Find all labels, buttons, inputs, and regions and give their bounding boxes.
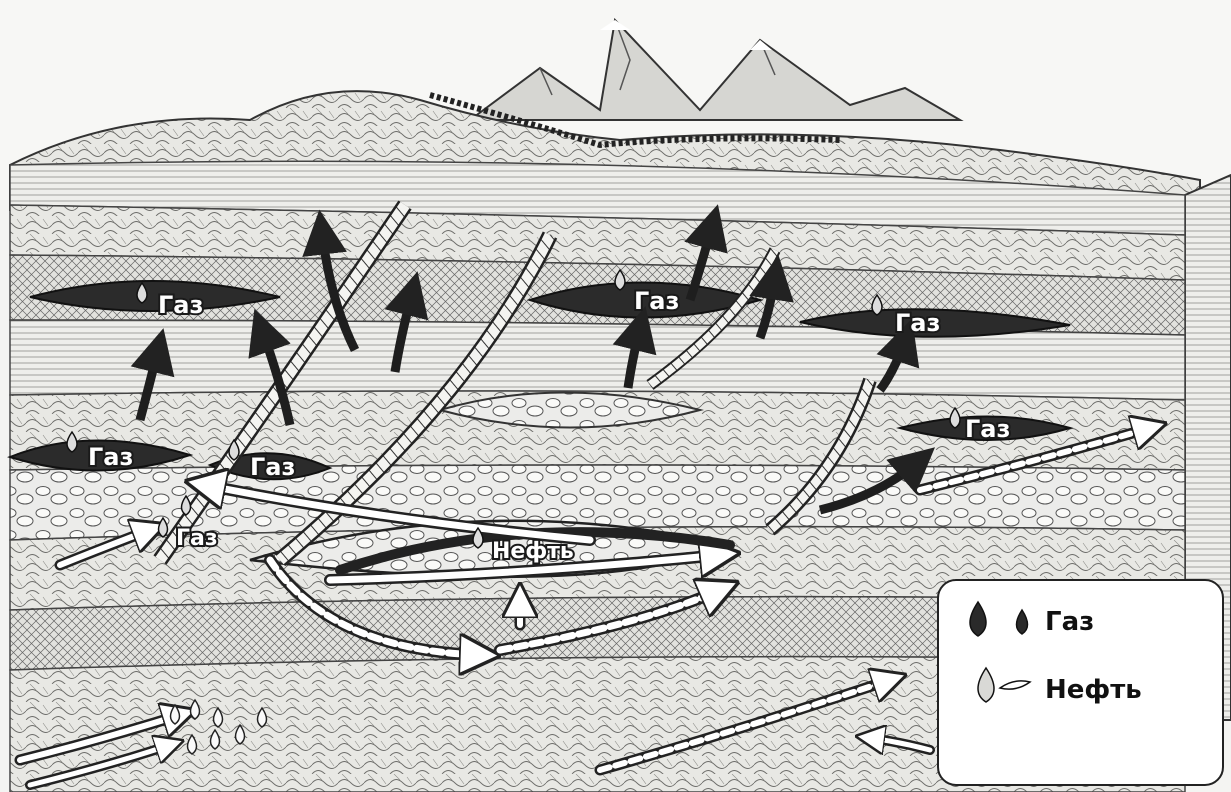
gas-label-3: Газ <box>895 309 940 337</box>
legend-oil-label: Нефть <box>1045 675 1142 705</box>
oil-label-1: Нефть <box>492 539 574 564</box>
gas-label-1: Газ <box>158 291 203 319</box>
gas-label-5: Газ <box>250 453 295 481</box>
legend-gas-label: Газ <box>1045 607 1094 637</box>
legend: Газ Нефть <box>938 580 1223 785</box>
gas-label-6: Газ <box>965 415 1010 443</box>
gas-label-2: Газ <box>634 287 679 315</box>
gas-label-4: Газ <box>88 443 133 471</box>
gas-label-7: Газ <box>176 526 218 551</box>
